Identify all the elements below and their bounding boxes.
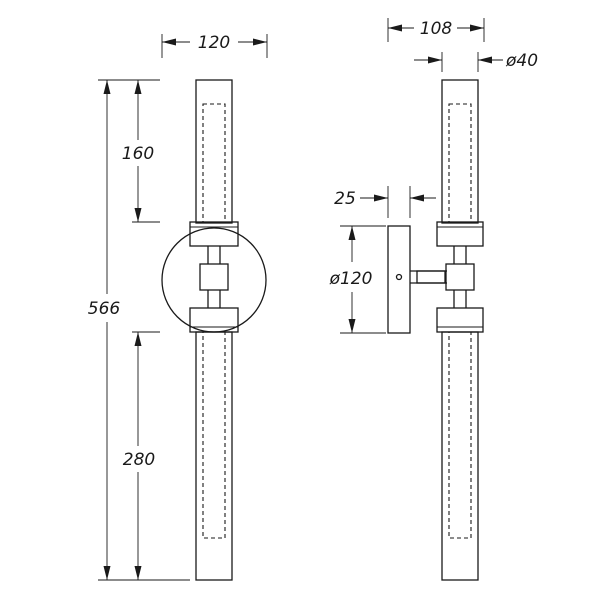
front-lower-collar bbox=[189, 307, 239, 333]
front-upper-collar bbox=[189, 221, 239, 247]
side-plate-thickness-label: 25 bbox=[334, 189, 356, 209]
front-center-joint bbox=[199, 263, 229, 291]
front-total-height-label: 566 bbox=[88, 299, 121, 319]
front-width-label: 120 bbox=[198, 33, 230, 53]
side-tube-diameter-dimension: ø40 bbox=[414, 51, 538, 72]
side-plate-diameter-dimension: ø120 bbox=[329, 225, 386, 334]
side-upper-collar bbox=[436, 221, 484, 247]
side-plate-diameter-label: ø120 bbox=[329, 269, 373, 289]
front-total-height-dimension: 566 bbox=[88, 79, 190, 581]
front-width-dimension: 120 bbox=[161, 33, 268, 58]
side-plate-thickness-dimension: 25 bbox=[334, 186, 436, 218]
side-depth-label: 108 bbox=[420, 19, 453, 39]
front-lower-tube-inner bbox=[202, 331, 226, 539]
side-upper-tube bbox=[441, 79, 479, 224]
side-lower-collar bbox=[436, 307, 484, 333]
front-lower-tube-dimension: 280 bbox=[123, 331, 160, 580]
side-upper-tube-inner bbox=[448, 103, 472, 224]
front-upper-tube-inner bbox=[202, 103, 226, 224]
front-lower-tube-label: 280 bbox=[123, 450, 155, 470]
side-screw-hole bbox=[395, 273, 403, 281]
front-wall-plate bbox=[161, 227, 267, 333]
side-center-joint bbox=[445, 263, 475, 291]
front-lower-tube bbox=[195, 331, 233, 581]
front-upper-tube bbox=[195, 79, 233, 224]
front-upper-tube-label: 160 bbox=[122, 144, 154, 164]
side-view bbox=[387, 79, 484, 581]
front-upper-tube-dimension: 160 bbox=[122, 80, 160, 223]
side-lower-tube-inner bbox=[448, 331, 472, 539]
side-tube-diameter-label: ø40 bbox=[505, 51, 538, 71]
side-wall-plate bbox=[387, 225, 411, 334]
side-lower-tube bbox=[441, 331, 479, 581]
front-view bbox=[161, 79, 267, 581]
side-depth-dimension: 108 bbox=[387, 18, 485, 42]
